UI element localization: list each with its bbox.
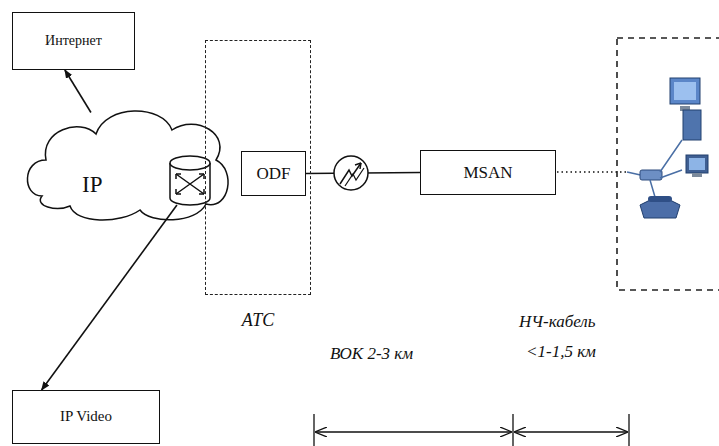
node-text: Интернет [45,33,102,49]
cloud-path [27,111,228,220]
odf-box: ODF [241,151,306,196]
network-box: Интернет [12,12,135,70]
msan-box: MSAN [420,150,556,195]
premises-region [617,38,719,290]
node-text: IP [82,172,102,198]
router-symbol [170,156,210,205]
copper-cable-label: НЧ-кабель [519,312,596,332]
node-text: MSAN [463,163,512,183]
network-cloud: IP [20,100,235,225]
fiber-length-label: ВОК 2-3 км [330,344,413,364]
node-text: ODF [256,164,290,184]
video-box: IP Video [12,390,160,444]
exchange-region: АТСODF [205,40,311,295]
node-text: IP Video [60,408,112,425]
copper-length-label: <1-1,5 км [526,342,596,362]
user-devices [627,78,708,218]
dimension-lines [314,414,629,446]
connector [42,205,177,390]
connector [65,70,91,113]
converter-symbol [334,156,368,190]
node-text: АТС [206,310,310,331]
cloud-outline [20,100,235,225]
